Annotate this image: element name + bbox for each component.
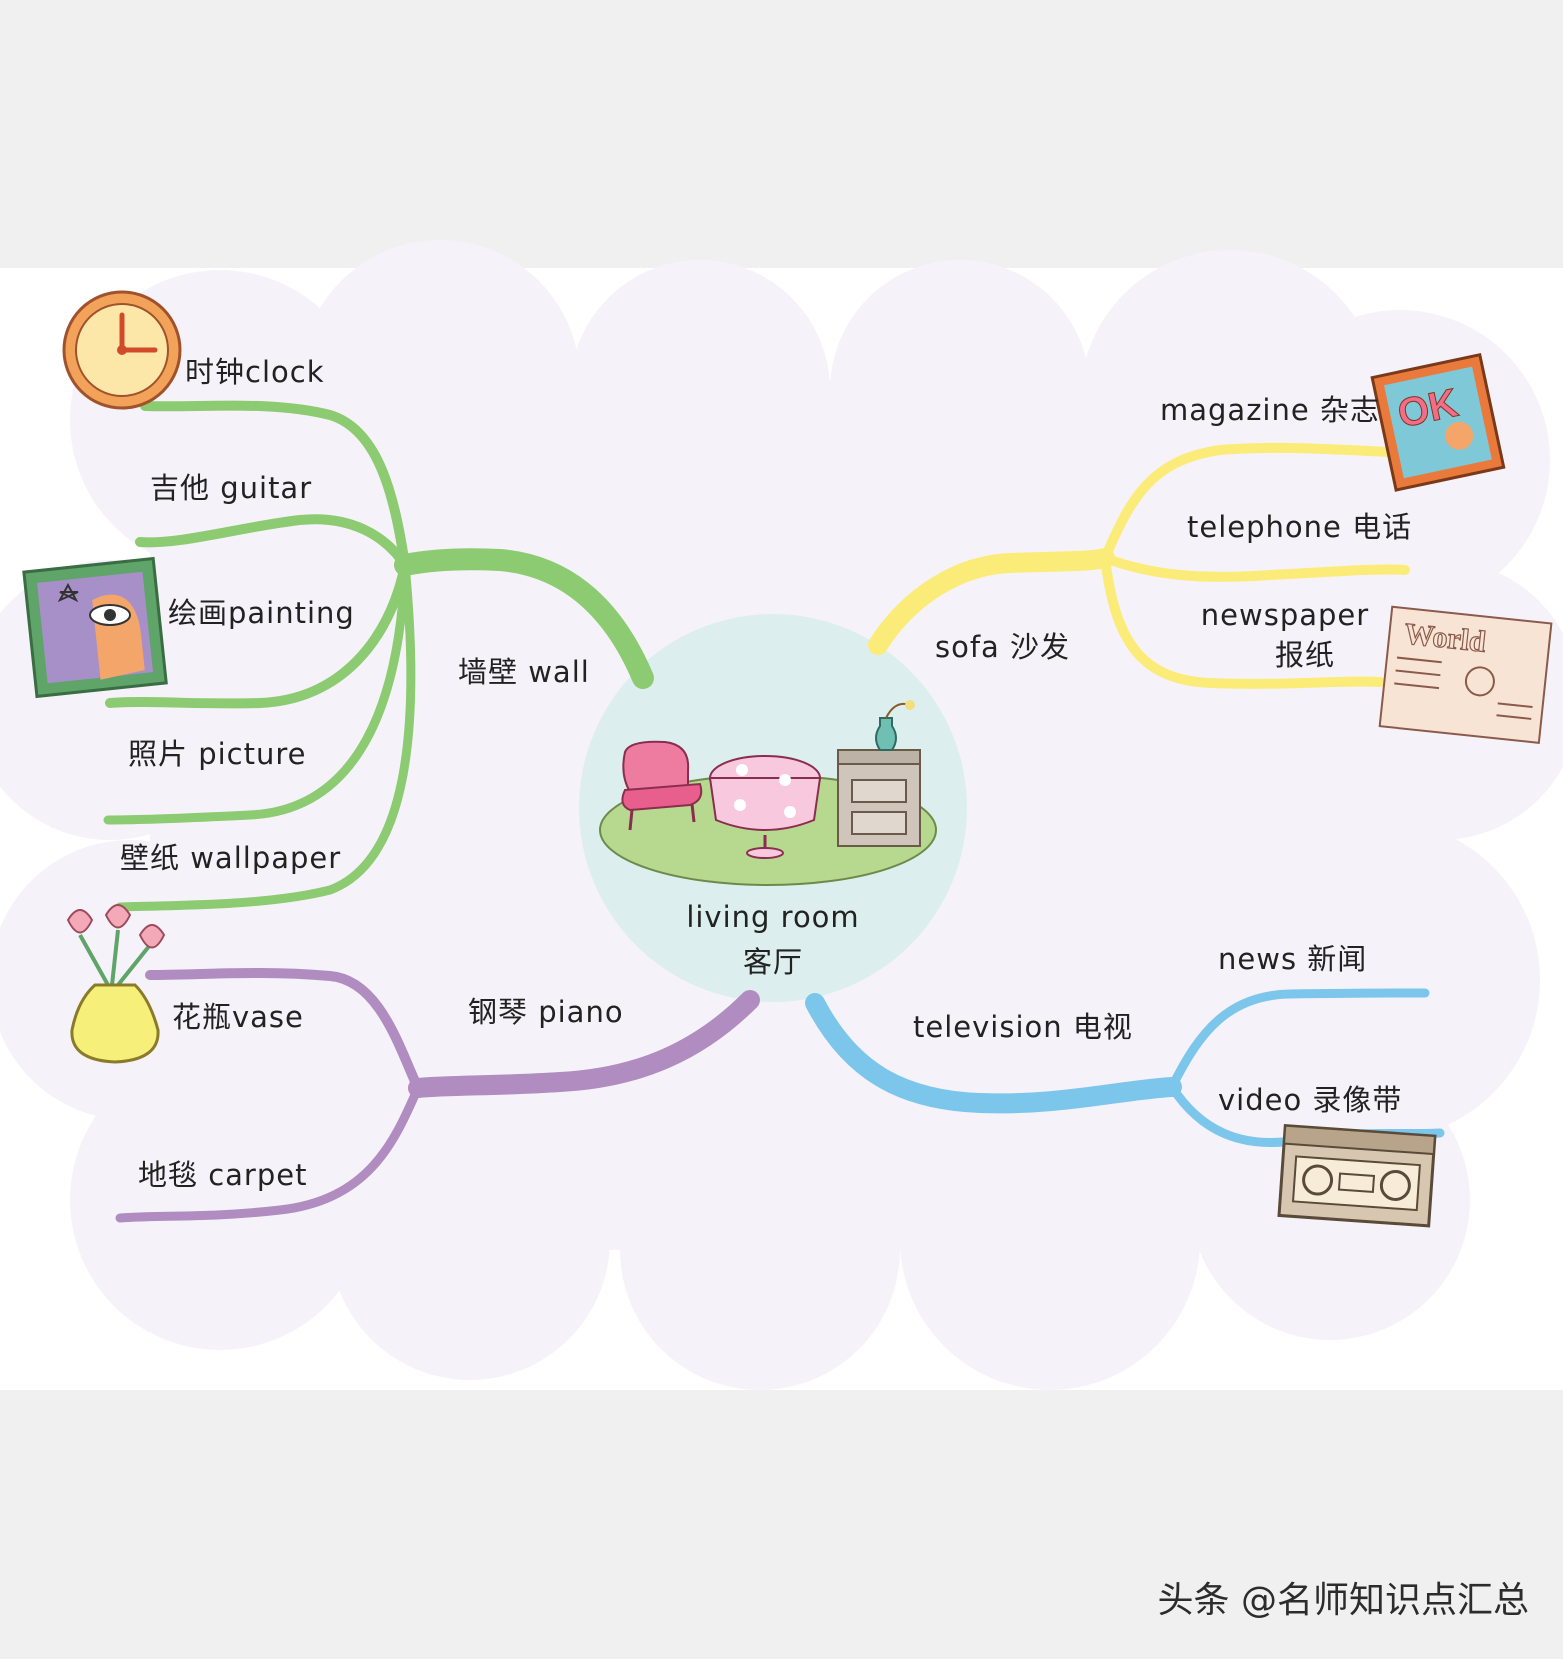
living-room-scene-icon xyxy=(599,700,937,886)
magazine-label: magazine 杂志 xyxy=(1160,393,1380,427)
newspaper-label-chinese: 报纸 xyxy=(1274,638,1335,672)
watermark: 头条 @名师知识点汇总 xyxy=(1157,1580,1529,1621)
video-cassette-icon xyxy=(1277,1124,1437,1228)
newspaper-label: newspaper xyxy=(1200,598,1370,632)
guitar-label: 吉他 guitar xyxy=(150,471,313,505)
video-label: video 录像带 xyxy=(1218,1083,1403,1117)
piano-branch xyxy=(115,968,760,1223)
painting-label: 绘画painting xyxy=(168,596,355,630)
center-label-english: living room xyxy=(686,900,860,934)
wall-branch xyxy=(103,400,654,912)
piano-branch-label: 钢琴 piano xyxy=(468,995,624,1029)
telephone-label: telephone 电话 xyxy=(1187,510,1413,544)
painting-icon xyxy=(22,556,168,699)
news-label: news 新闻 xyxy=(1218,942,1368,976)
vase-icon xyxy=(66,904,166,1064)
sofa-branch-label: sofa 沙发 xyxy=(935,630,1071,664)
carpet-label: 地毯 carpet xyxy=(138,1158,308,1192)
magazine-icon: OK xyxy=(1370,352,1506,492)
clock-label: 时钟clock xyxy=(185,355,325,389)
newspaper-icon: World xyxy=(1378,605,1553,744)
television-branch-label: television 电视 xyxy=(913,1010,1133,1044)
clock-icon xyxy=(62,290,182,410)
wallpaper-label: 壁纸 wallpaper xyxy=(120,841,342,875)
wall-branch-label: 墙壁 wall xyxy=(458,655,590,689)
picture-label: 照片 picture xyxy=(128,737,307,771)
sofa-branch xyxy=(868,442,1410,689)
vase-label: 花瓶vase xyxy=(172,1000,304,1034)
center-label-chinese: 客厅 xyxy=(742,945,803,979)
